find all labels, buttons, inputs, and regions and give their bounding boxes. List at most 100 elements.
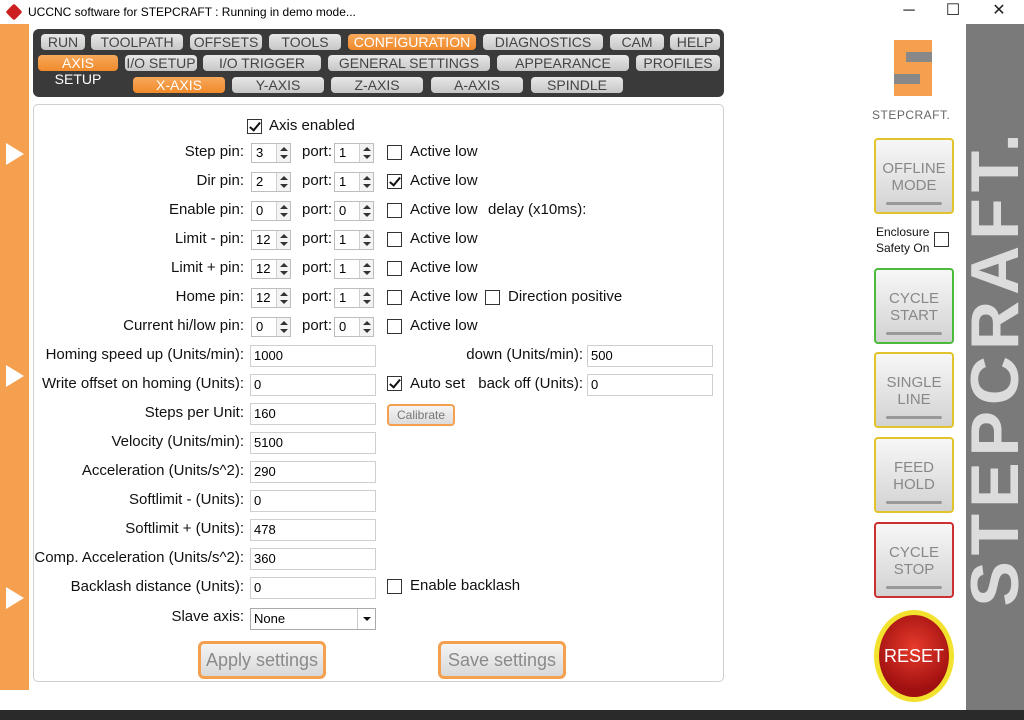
tab-help[interactable]: HELP <box>670 34 720 50</box>
tab-x-axis[interactable]: X-AXIS <box>133 77 225 93</box>
home-port-spinner[interactable]: 1 <box>334 288 374 308</box>
current-port-spinner[interactable]: 0 <box>334 317 374 337</box>
tab-offsets[interactable]: OFFSETS <box>190 34 262 50</box>
auto-set-checkbox[interactable] <box>387 376 402 391</box>
tab-configuration[interactable]: CONFIGURATION <box>348 34 476 50</box>
enable-port-spinner[interactable]: 0 <box>334 201 374 221</box>
home-active-low-checkbox[interactable] <box>387 290 402 305</box>
slave-axis-select[interactable]: None <box>250 608 376 630</box>
axis-enabled-checkbox[interactable] <box>247 119 262 134</box>
step-pin-spinner[interactable]: 3 <box>251 143 291 163</box>
spinner-arrows-icon[interactable] <box>276 289 290 307</box>
tab-z-axis[interactable]: Z-AXIS <box>331 77 423 93</box>
tab-appearance[interactable]: APPEARANCE <box>497 55 629 71</box>
tab-io-trigger[interactable]: I/O TRIGGER <box>203 55 321 71</box>
limit-plus-pin-spinner[interactable]: 12 <box>251 259 291 279</box>
limit-minus-active-low-checkbox[interactable] <box>387 232 402 247</box>
feed-hold-button[interactable]: FEED HOLD <box>874 437 954 513</box>
spinner-arrows-icon[interactable] <box>359 144 373 162</box>
tab-general-settings[interactable]: GENERAL SETTINGS <box>328 55 490 71</box>
tab-toolpath[interactable]: TOOLPATH <box>91 34 183 50</box>
current-active-low-checkbox[interactable] <box>387 319 402 334</box>
softlimit-minus-input[interactable]: 0 <box>250 490 376 512</box>
maximize-button[interactable]: ☐ <box>945 2 961 19</box>
active-low-label: Active low <box>410 230 478 247</box>
title-bar: UCCNC software for STEPCRAFT : Running i… <box>0 0 1024 24</box>
spinner-arrows-icon[interactable] <box>276 202 290 220</box>
homing-speed-up-input[interactable]: 1000 <box>250 345 376 367</box>
tab-spindle[interactable]: SPINDLE <box>531 77 623 93</box>
active-low-label: Active low <box>410 172 478 189</box>
comp-acceleration-input[interactable]: 360 <box>250 548 376 570</box>
softlimit-plus-input[interactable]: 478 <box>250 519 376 541</box>
offline-mode-button[interactable]: OFFLINE MODE <box>874 138 954 214</box>
tab-y-axis[interactable]: Y-AXIS <box>232 77 324 93</box>
step-port-spinner[interactable]: 1 <box>334 143 374 163</box>
enclosure-safety-checkbox[interactable] <box>934 232 949 247</box>
tab-diagnostics[interactable]: DIAGNOSTICS <box>483 34 603 50</box>
tab-tools[interactable]: TOOLS <box>269 34 341 50</box>
brand-stripe: STEPCRAFT. <box>966 24 1024 710</box>
spinner-arrows-icon[interactable] <box>359 289 373 307</box>
spinner-arrows-icon[interactable] <box>276 318 290 336</box>
tab-a-axis[interactable]: A-AXIS <box>431 77 523 93</box>
tab-cam[interactable]: CAM <box>610 34 664 50</box>
chevron-down-icon[interactable] <box>357 609 375 629</box>
expand-arrow-icon[interactable] <box>6 365 24 387</box>
spinner-arrows-icon[interactable] <box>359 231 373 249</box>
save-settings-button[interactable]: Save settings <box>438 641 566 679</box>
limit-minus-port-spinner[interactable]: 1 <box>334 230 374 250</box>
current-pin-spinner[interactable]: 0 <box>251 317 291 337</box>
dir-active-low-checkbox[interactable] <box>387 174 402 189</box>
vertical-brand-text: STEPCRAFT. <box>966 127 1024 607</box>
tab-io-setup[interactable]: I/O SETUP <box>125 55 197 71</box>
limit-plus-pin-label: Limit + pin: <box>171 259 244 276</box>
enable-active-low-checkbox[interactable] <box>387 203 402 218</box>
home-pin-spinner[interactable]: 12 <box>251 288 291 308</box>
step-active-low-checkbox[interactable] <box>387 145 402 160</box>
spinner-arrows-icon[interactable] <box>276 260 290 278</box>
port-label: port: <box>302 259 333 276</box>
spinner-arrows-icon[interactable] <box>359 202 373 220</box>
cycle-stop-button[interactable]: CYCLE STOP <box>874 522 954 598</box>
steps-per-unit-input[interactable]: 160 <box>250 403 376 425</box>
enable-pin-spinner[interactable]: 0 <box>251 201 291 221</box>
tab-axis-setup[interactable]: AXIS SETUP <box>38 55 118 87</box>
spinner-arrows-icon[interactable] <box>276 173 290 191</box>
expand-arrow-icon[interactable] <box>6 143 24 165</box>
velocity-input[interactable]: 5100 <box>250 432 376 454</box>
backlash-distance-input[interactable]: 0 <box>250 577 376 599</box>
single-line-button[interactable]: SINGLE LINE <box>874 352 954 428</box>
back-off-input[interactable]: 0 <box>587 374 713 396</box>
limit-plus-active-low-checkbox[interactable] <box>387 261 402 276</box>
delay-label: delay (x10ms): <box>488 201 587 218</box>
spinner-arrows-icon[interactable] <box>276 144 290 162</box>
slave-axis-label: Slave axis: <box>171 608 244 625</box>
expand-arrow-icon[interactable] <box>6 587 24 609</box>
calibrate-button[interactable]: Calibrate <box>387 404 455 426</box>
reset-button[interactable]: RESET <box>874 610 954 702</box>
dir-pin-label: Dir pin: <box>196 172 244 189</box>
cycle-start-button[interactable]: CYCLE START <box>874 268 954 344</box>
limit-plus-port-spinner[interactable]: 1 <box>334 259 374 279</box>
write-offset-input[interactable]: 0 <box>250 374 376 396</box>
spinner-arrows-icon[interactable] <box>359 173 373 191</box>
dir-pin-spinner[interactable]: 2 <box>251 172 291 192</box>
tab-run[interactable]: RUN <box>41 34 85 50</box>
minimize-button[interactable]: ─ <box>903 2 915 19</box>
direction-positive-checkbox[interactable] <box>485 290 500 305</box>
spinner-arrows-icon[interactable] <box>359 260 373 278</box>
active-low-label: Active low <box>410 288 478 305</box>
acceleration-input[interactable]: 290 <box>250 461 376 483</box>
enable-backlash-checkbox[interactable] <box>387 579 402 594</box>
apply-settings-button[interactable]: Apply settings <box>198 641 326 679</box>
spinner-arrows-icon[interactable] <box>276 231 290 249</box>
homing-speed-up-label: Homing speed up (Units/min): <box>45 346 244 363</box>
tab-profiles[interactable]: PROFILES <box>636 55 720 71</box>
limit-minus-pin-spinner[interactable]: 12 <box>251 230 291 250</box>
homing-speed-down-input[interactable]: 500 <box>587 345 713 367</box>
dir-port-spinner[interactable]: 1 <box>334 172 374 192</box>
close-button[interactable]: ✕ <box>992 2 1006 19</box>
spinner-arrows-icon[interactable] <box>359 318 373 336</box>
softlimit-minus-label: Softlimit - (Units): <box>128 491 244 508</box>
